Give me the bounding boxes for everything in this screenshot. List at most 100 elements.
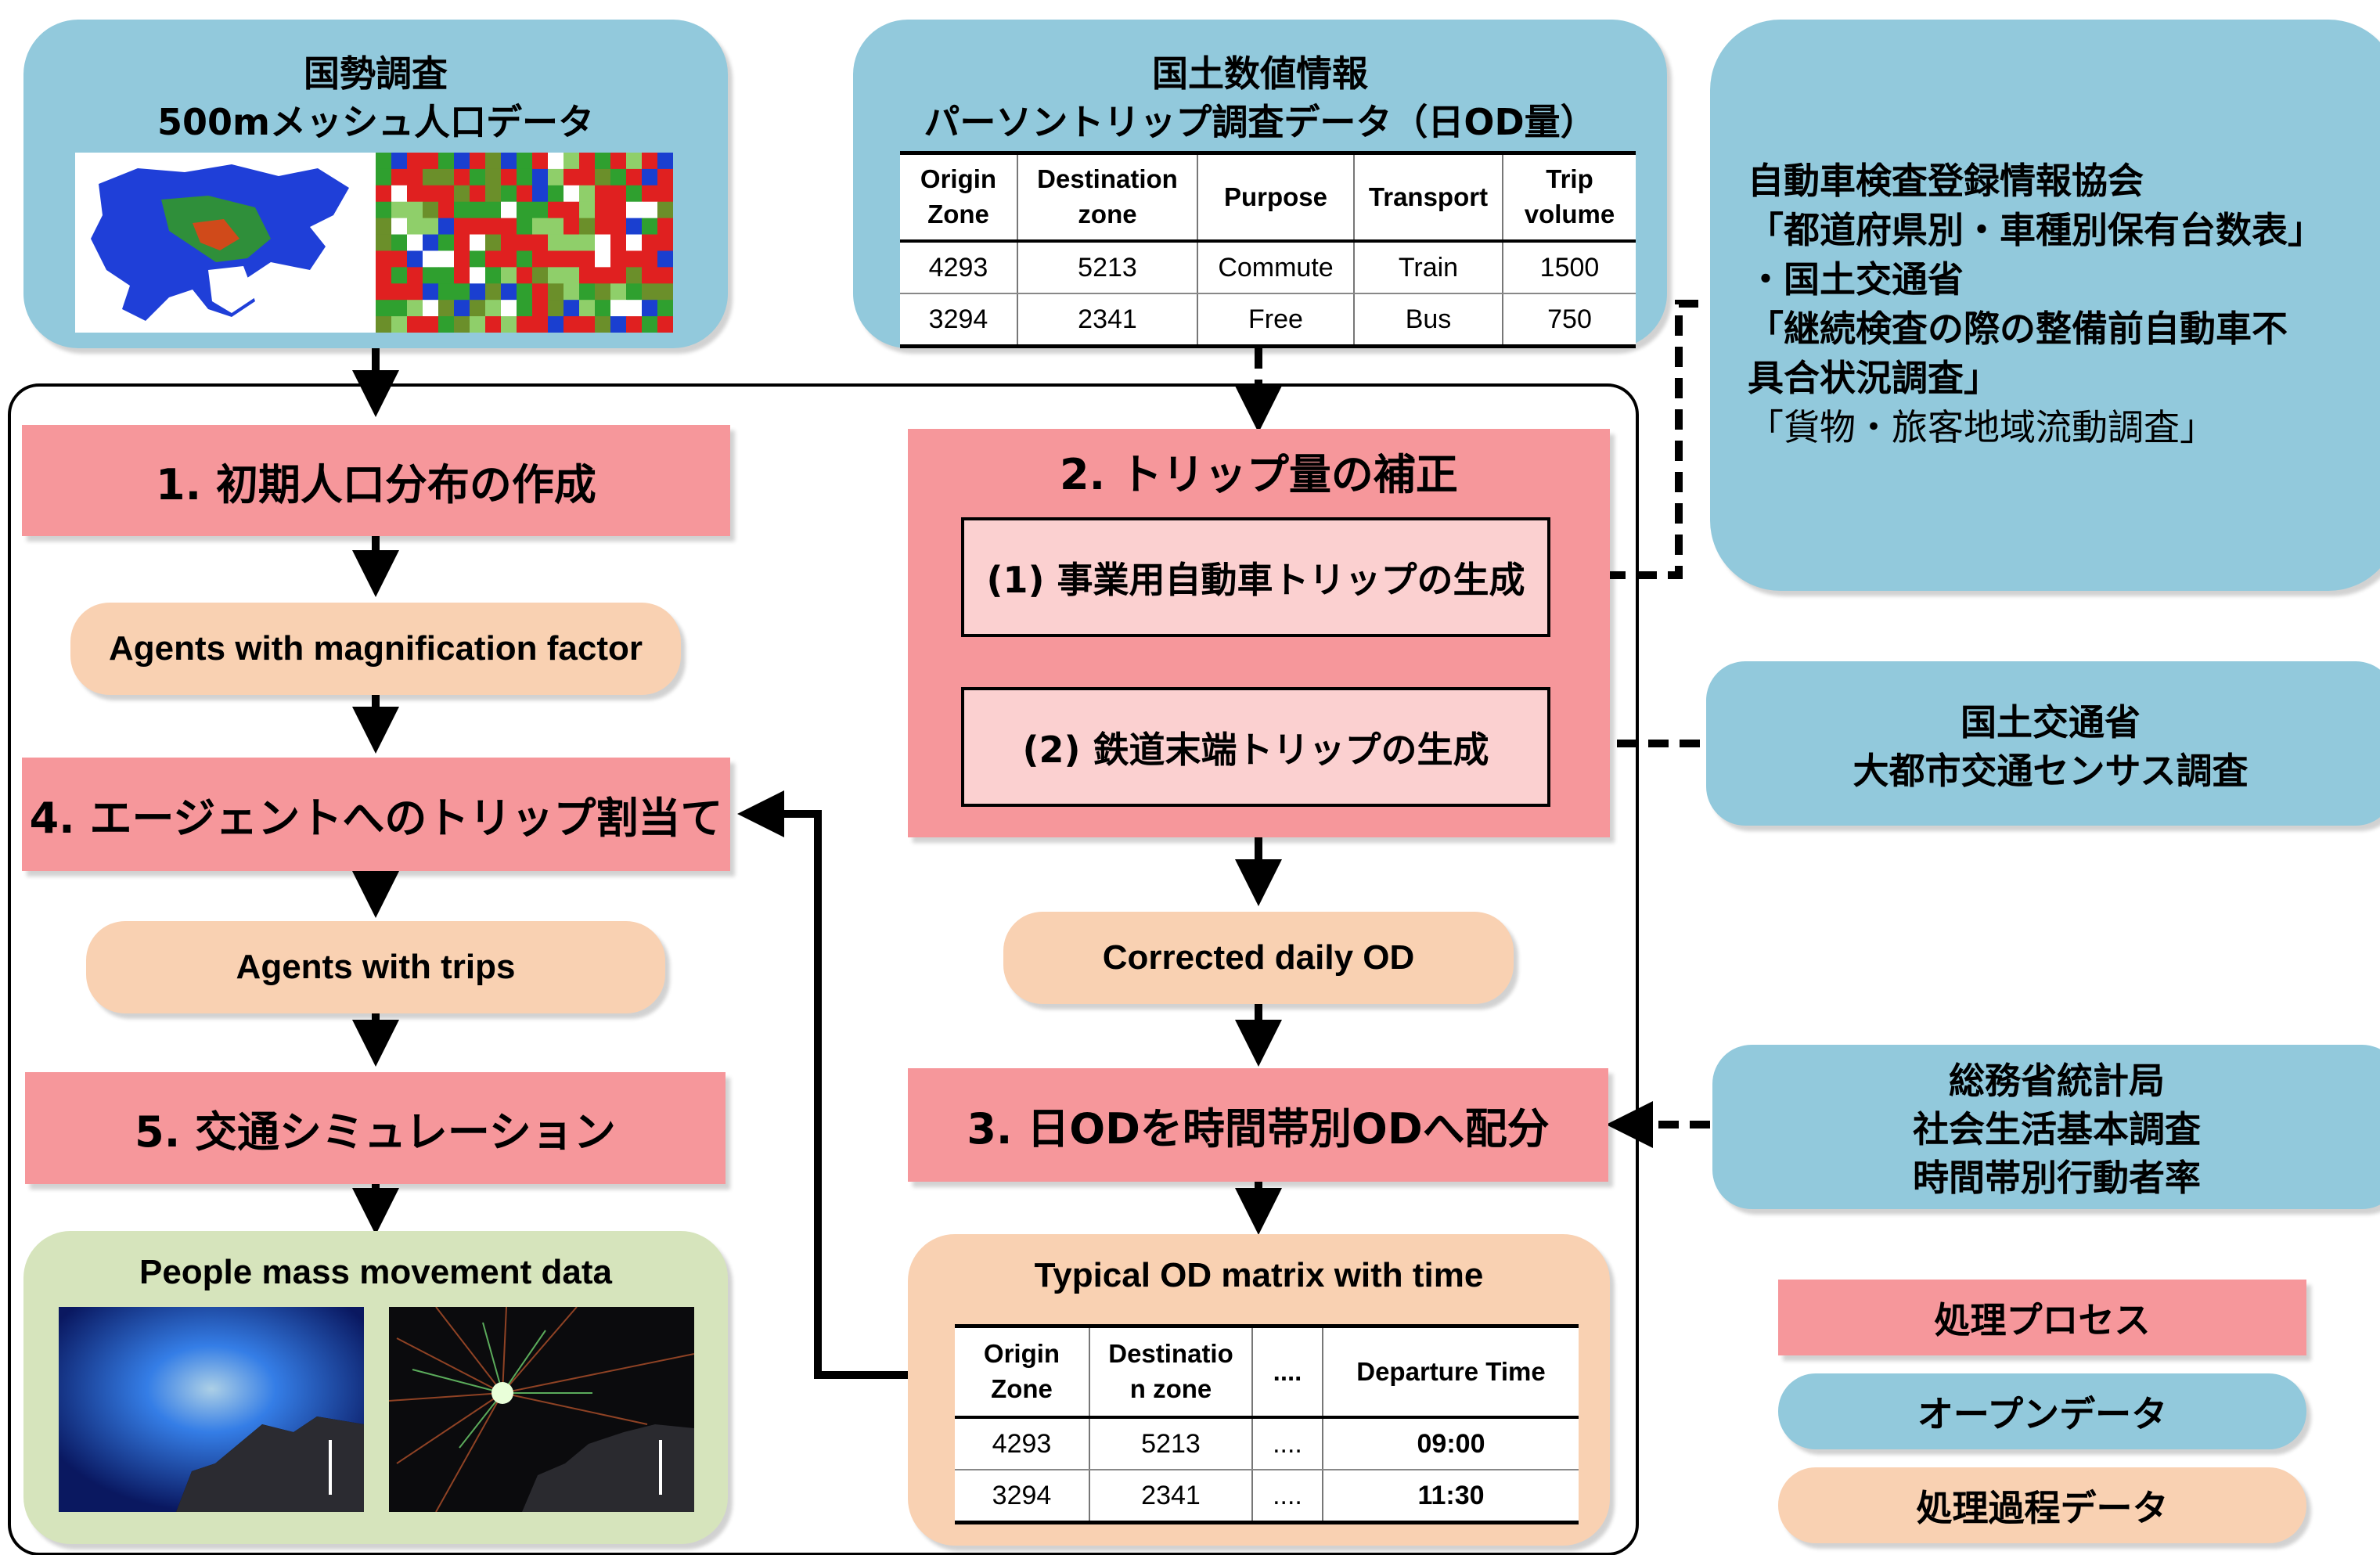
mesh-cell bbox=[423, 153, 439, 170]
step1-box: 1. 初期人口分布の作成 bbox=[22, 425, 730, 536]
vehicle-source-box: 自動車検査登録情報協会 「都道府県別・車種別保有台数表」 ・国土交通省 「継続検… bbox=[1710, 20, 2380, 591]
mass-movement-image-blue bbox=[59, 1307, 364, 1512]
col-origin-zone: Origin Zone bbox=[900, 151, 1017, 243]
step4-box: 4. エージェントへのトリップ割当て bbox=[22, 758, 730, 871]
mesh-cell bbox=[501, 168, 517, 186]
col-origin-zone: Origin Zone bbox=[955, 1324, 1089, 1419]
pt-title: 国土数値情報 bbox=[1152, 52, 1368, 95]
mesh-cell bbox=[438, 201, 455, 219]
mesh-cell bbox=[501, 300, 517, 317]
mesh-cell bbox=[501, 250, 517, 268]
mesh-cell bbox=[579, 316, 596, 333]
mesh-cell bbox=[548, 300, 564, 317]
mesh-cell bbox=[610, 250, 627, 268]
mesh-cell bbox=[548, 185, 564, 203]
col-destination-zone: Destination zone bbox=[1017, 151, 1197, 243]
mesh-cell bbox=[438, 300, 455, 317]
cell: 3294 bbox=[955, 1470, 1089, 1524]
mesh-cell bbox=[563, 201, 580, 219]
col-destination-zone: Destinatio n zone bbox=[1089, 1324, 1252, 1419]
mesh-cell bbox=[532, 267, 549, 284]
cell: 1500 bbox=[1502, 241, 1636, 294]
mesh-cell bbox=[470, 218, 486, 236]
mesh-cell bbox=[407, 185, 423, 203]
mesh-cell bbox=[548, 283, 564, 301]
mesh-cell bbox=[517, 234, 533, 251]
mesh-cell bbox=[438, 218, 455, 236]
stat-line2: 社会生活基本調査 bbox=[1913, 1108, 2201, 1150]
source-line: 自動車検査登録情報協会 bbox=[1748, 160, 2144, 202]
mesh-cell bbox=[438, 168, 455, 186]
mesh-cell bbox=[626, 201, 643, 219]
mesh-cell bbox=[642, 218, 658, 236]
mesh-cell bbox=[517, 168, 533, 186]
mesh-cell bbox=[657, 316, 673, 333]
mesh-cell bbox=[517, 316, 533, 333]
cell: 2341 bbox=[1017, 293, 1197, 348]
mesh-cell bbox=[485, 185, 502, 203]
mesh-cell bbox=[485, 250, 502, 268]
mesh-cell bbox=[657, 250, 673, 268]
mesh-cell bbox=[407, 283, 423, 301]
mesh-cell bbox=[407, 234, 423, 251]
mesh-cell bbox=[470, 300, 486, 317]
legend-process: 処理プロセス bbox=[1778, 1280, 2306, 1355]
mesh-cell bbox=[407, 267, 423, 284]
mesh-cell bbox=[563, 168, 580, 186]
mesh-cell bbox=[579, 153, 596, 170]
cell: 11:30 bbox=[1322, 1470, 1579, 1524]
mesh-cell bbox=[595, 201, 611, 219]
mesh-cell bbox=[595, 267, 611, 284]
scale-bar bbox=[329, 1440, 332, 1495]
mesh-cell bbox=[470, 234, 486, 251]
table-header-row: Origin Zone Destinatio n zone .... Depar… bbox=[955, 1324, 1579, 1419]
mesh-cell bbox=[642, 250, 658, 268]
mesh-cell bbox=[485, 153, 502, 170]
mesh-cell bbox=[485, 316, 502, 333]
mesh-cell bbox=[532, 234, 549, 251]
agents-magnification-box: Agents with magnification factor bbox=[70, 603, 681, 695]
mesh-cell bbox=[423, 300, 439, 317]
mesh-cell bbox=[391, 283, 408, 301]
mesh-cell bbox=[470, 185, 486, 203]
mesh-cell bbox=[376, 250, 392, 268]
mesh-cell bbox=[501, 201, 517, 219]
mesh-cell bbox=[548, 250, 564, 268]
mesh-cell bbox=[407, 316, 423, 333]
mesh-cell bbox=[579, 168, 596, 186]
mesh-cell bbox=[548, 218, 564, 236]
mesh-cell bbox=[423, 250, 439, 268]
mesh-cell bbox=[642, 201, 658, 219]
typical-od-table: Origin Zone Destinatio n zone .... Depar… bbox=[955, 1324, 1579, 1524]
mesh-cell bbox=[579, 300, 596, 317]
mesh-cell bbox=[407, 250, 423, 268]
step2-2-box: (2) 鉄道末端トリップの生成 bbox=[961, 687, 1550, 807]
mesh-cell bbox=[454, 153, 470, 170]
mesh-cell bbox=[517, 185, 533, 203]
mesh-cell bbox=[657, 201, 673, 219]
mesh-cell bbox=[548, 201, 564, 219]
cell: .... bbox=[1251, 1417, 1323, 1470]
mesh-cell bbox=[391, 316, 408, 333]
col-departure-time: Departure Time bbox=[1322, 1324, 1579, 1419]
mesh-cell bbox=[517, 283, 533, 301]
mesh-cell bbox=[657, 153, 673, 170]
stat-line3: 時間帯別行動者率 bbox=[1913, 1157, 2201, 1199]
mesh-cell bbox=[376, 267, 392, 284]
agents-trips-box: Agents with trips bbox=[86, 921, 665, 1013]
vehicle-source-text: 自動車検査登録情報協会 「都道府県別・車種別保有台数表」 ・国土交通省 「継続検… bbox=[1748, 157, 2324, 452]
step5-box: 5. 交通シミュレーション bbox=[25, 1072, 726, 1184]
mesh-cell bbox=[501, 267, 517, 284]
mesh-cell bbox=[610, 283, 627, 301]
mesh-cell bbox=[485, 300, 502, 317]
arrow-typical-to-s4 bbox=[736, 790, 908, 1379]
mesh-cell bbox=[548, 267, 564, 284]
mesh-cell bbox=[563, 316, 580, 333]
mesh-cell bbox=[642, 168, 658, 186]
mesh-cell bbox=[376, 234, 392, 251]
mesh-cell bbox=[657, 283, 673, 301]
mesh-cell bbox=[407, 168, 423, 186]
table-row: 3294 2341 Free Bus 750 bbox=[900, 293, 1636, 348]
mesh-grid-svg bbox=[376, 153, 673, 333]
mesh-cell bbox=[626, 153, 643, 170]
